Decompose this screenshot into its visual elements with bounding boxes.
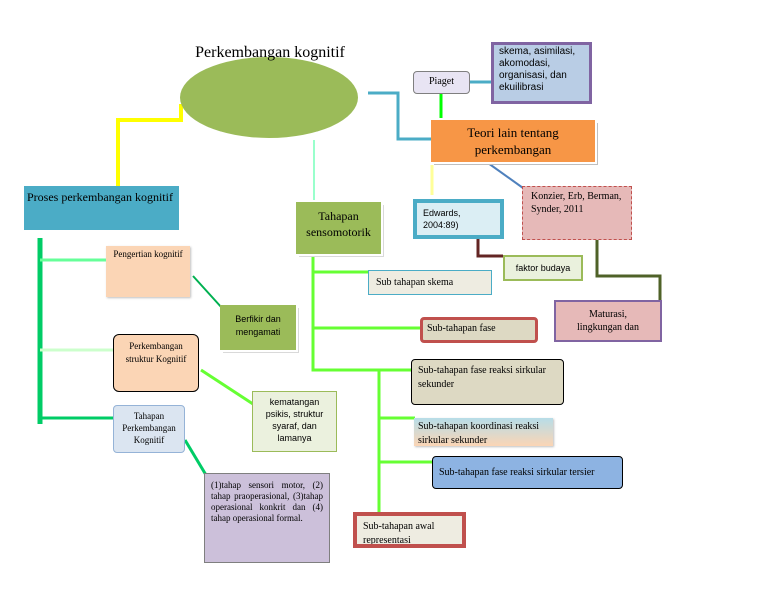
connector-tahapan-list <box>183 439 208 476</box>
connector-title-proses <box>116 104 183 186</box>
connector-struktur-kematangan <box>200 368 254 406</box>
connector-konzier-maturasi <box>595 238 662 300</box>
pengertian-box: Pengertian kognitif <box>106 246 190 297</box>
edwards-box: Edwards, 2004:89) <box>413 199 504 239</box>
faktor-budaya-box: faktor budaya <box>503 255 583 281</box>
connector-edwards-faktor <box>476 238 503 258</box>
connector-title-teori <box>368 91 433 141</box>
sub-awal-box: Sub-tahapan awal representasi <box>353 512 466 548</box>
connector-pengertian-berfikir <box>192 275 223 309</box>
sub-tersier-box: Sub-tahapan fase reaksi sirkular tersier <box>432 456 623 489</box>
piaget-terms-box: skema, asimilasi, akomodasi, organisasi,… <box>491 42 592 104</box>
connector-sensomotorik-spine <box>311 254 381 538</box>
tahapan-perkembangan-box: Tahapan Perkembangan Kognitif <box>113 405 185 453</box>
sub-skema-box: Sub tahapan skema <box>368 270 492 295</box>
connector-teori-konzier <box>487 162 524 189</box>
teori-lain-box: Teori lain tentang perkembangan <box>431 120 595 162</box>
sub-sekunder-box: Sub-tahapan fase reaksi sirkular sekunde… <box>411 359 564 405</box>
title-ellipse <box>180 57 358 138</box>
sub-fase-box: Sub-tahapan fase <box>420 317 538 343</box>
maturasi-box: Maturasi, lingkungan dan <box>554 300 662 342</box>
page-title: Perkembangan kognitif <box>195 44 345 61</box>
berfikir-box: Berfikir dan mengamati <box>220 305 296 350</box>
tahap-list-box: (1)tahap sensori motor, (2) tahap praope… <box>204 473 330 563</box>
sub-koordinasi-box: Sub-tahapan koordinasi reaksi sirkular s… <box>414 418 553 446</box>
proses-box: Proses perkembangan kognitif <box>24 186 179 230</box>
kematangan-box: kematangan psikis, struktur syaraf, dan … <box>252 391 337 452</box>
konzier-box: Konzier, Erb, Berman, Synder, 2011 <box>522 186 632 240</box>
struktur-box: Perkembangan struktur Kognitif <box>113 334 199 392</box>
piaget-box: Piaget <box>413 71 470 94</box>
sensomotorik-box: Tahapan sensomotorik <box>296 202 381 254</box>
